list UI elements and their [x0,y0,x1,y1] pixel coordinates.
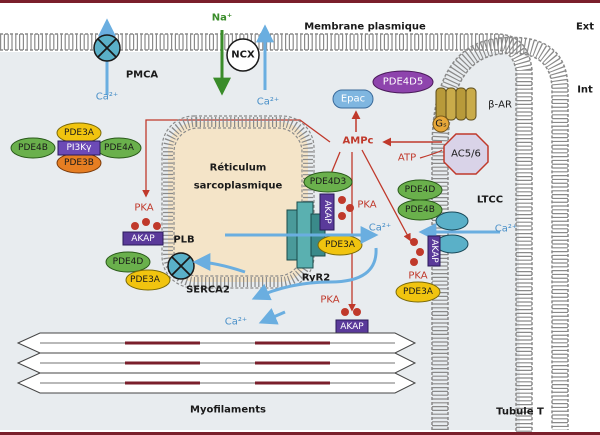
pde3b-label: PDE3B [64,158,94,168]
akap-serca-label: AKAP [131,234,155,244]
pde4b-left-label: PDE4B [18,143,48,153]
pde4d-serca [105,251,151,273]
ac-enzyme [443,133,489,175]
ac-label: AC5/6 [451,149,481,160]
ltcc-channel [435,211,469,254]
pka-ltcc-label: PKA [408,271,427,282]
sarcoplasmic-reticulum [161,115,315,289]
pde3a-top-label: PDE3A [64,128,95,138]
epac-label: Epac [341,94,365,105]
gs-protein [432,115,450,133]
pde4b-ltcc [397,199,443,221]
ext-label: Ext [576,22,594,33]
tubule-label: Tubule T [496,407,544,418]
bottom-rule [0,432,600,435]
pde3a-serca [125,269,171,291]
ampc-label: AMPc [343,136,374,147]
pde3a-serca-label: PDE3A [130,275,161,285]
pka-serca-dots [131,218,161,230]
ryr2-label: RyR2 [302,273,330,284]
pmca-pump [93,18,121,95]
pde3a-ryr-label: PDE3A [325,240,356,250]
myofilament-ca-flux [258,308,286,325]
serca-pump [167,252,195,280]
serca-ca-flux [192,253,246,274]
pi3k-label: PI3Kγ [66,143,92,153]
na-label: Na⁺ [212,13,232,24]
pka-ltcc-dots [410,238,424,266]
reticulum-label-1: Réticulum [210,162,267,174]
membrane-label: Membrane plasmique [304,22,426,33]
pde3a-ltcc [395,281,441,303]
myofilaments [16,332,417,394]
pde4b-ltcc-label: PDE4B [405,205,435,215]
akap-ryr-label: AKAP [322,200,332,224]
top-rule [0,0,600,3]
akap-lower-label: AKAP [340,322,364,332]
pi3k-cluster [10,122,142,174]
pde4d3-label: PDE4D3 [310,177,346,187]
pde4d3-enzyme [303,171,353,193]
ltcc-ca-label: Ca²⁺ [495,224,517,235]
myofilament-ca-label: Ca²⁺ [225,317,247,328]
beta-ar-label: β-AR [488,100,512,111]
gs-label: Gₛ [435,119,447,130]
ncx-label: NCX [231,50,255,61]
ncx-ca-label: Ca²⁺ [257,97,279,108]
ncx-exchanger [213,24,274,96]
pka-ryr-label: PKA [357,200,376,211]
pde3a-ltcc-label: PDE3A [403,287,434,297]
pde4d5-enzyme [372,70,434,94]
int-label: Int [577,85,593,96]
pmca-label: PMCA [126,70,159,81]
plasma-membrane [0,33,533,432]
akap-ryr [319,193,335,231]
pka-ryr-dots [338,196,354,220]
akap-ltcc-label: AKAP [429,239,439,263]
pde4d-ltcc-label: PDE4D [405,185,436,195]
ltcc-label: LTCC [477,195,503,206]
ryr-ca-label: Ca²⁺ [369,223,391,234]
pmca-ca-label: Ca²⁺ [96,92,118,103]
pka-serca-label: PKA [134,203,153,214]
plb-label: PLB [173,235,194,246]
reticulum-label-2: sarcoplasmique [194,181,283,192]
beta-ar-receptor [435,87,477,121]
pde4d-serca-label: PDE4D [113,257,144,267]
pde4a-label: PDE4A [104,143,135,153]
myofilaments-label: Myofilaments [190,405,266,416]
serca-label: SERCA2 [186,285,230,296]
cytosol-ca-flux [251,247,378,301]
epac-protein [332,89,374,109]
akap-ltcc [427,235,441,267]
atp-label: ATP [398,153,416,164]
pka-lower-label: PKA [320,295,339,306]
pka-lower-dots [341,308,361,316]
pde4d5-label: PDE4D5 [383,77,423,88]
akap-serca [122,231,164,246]
